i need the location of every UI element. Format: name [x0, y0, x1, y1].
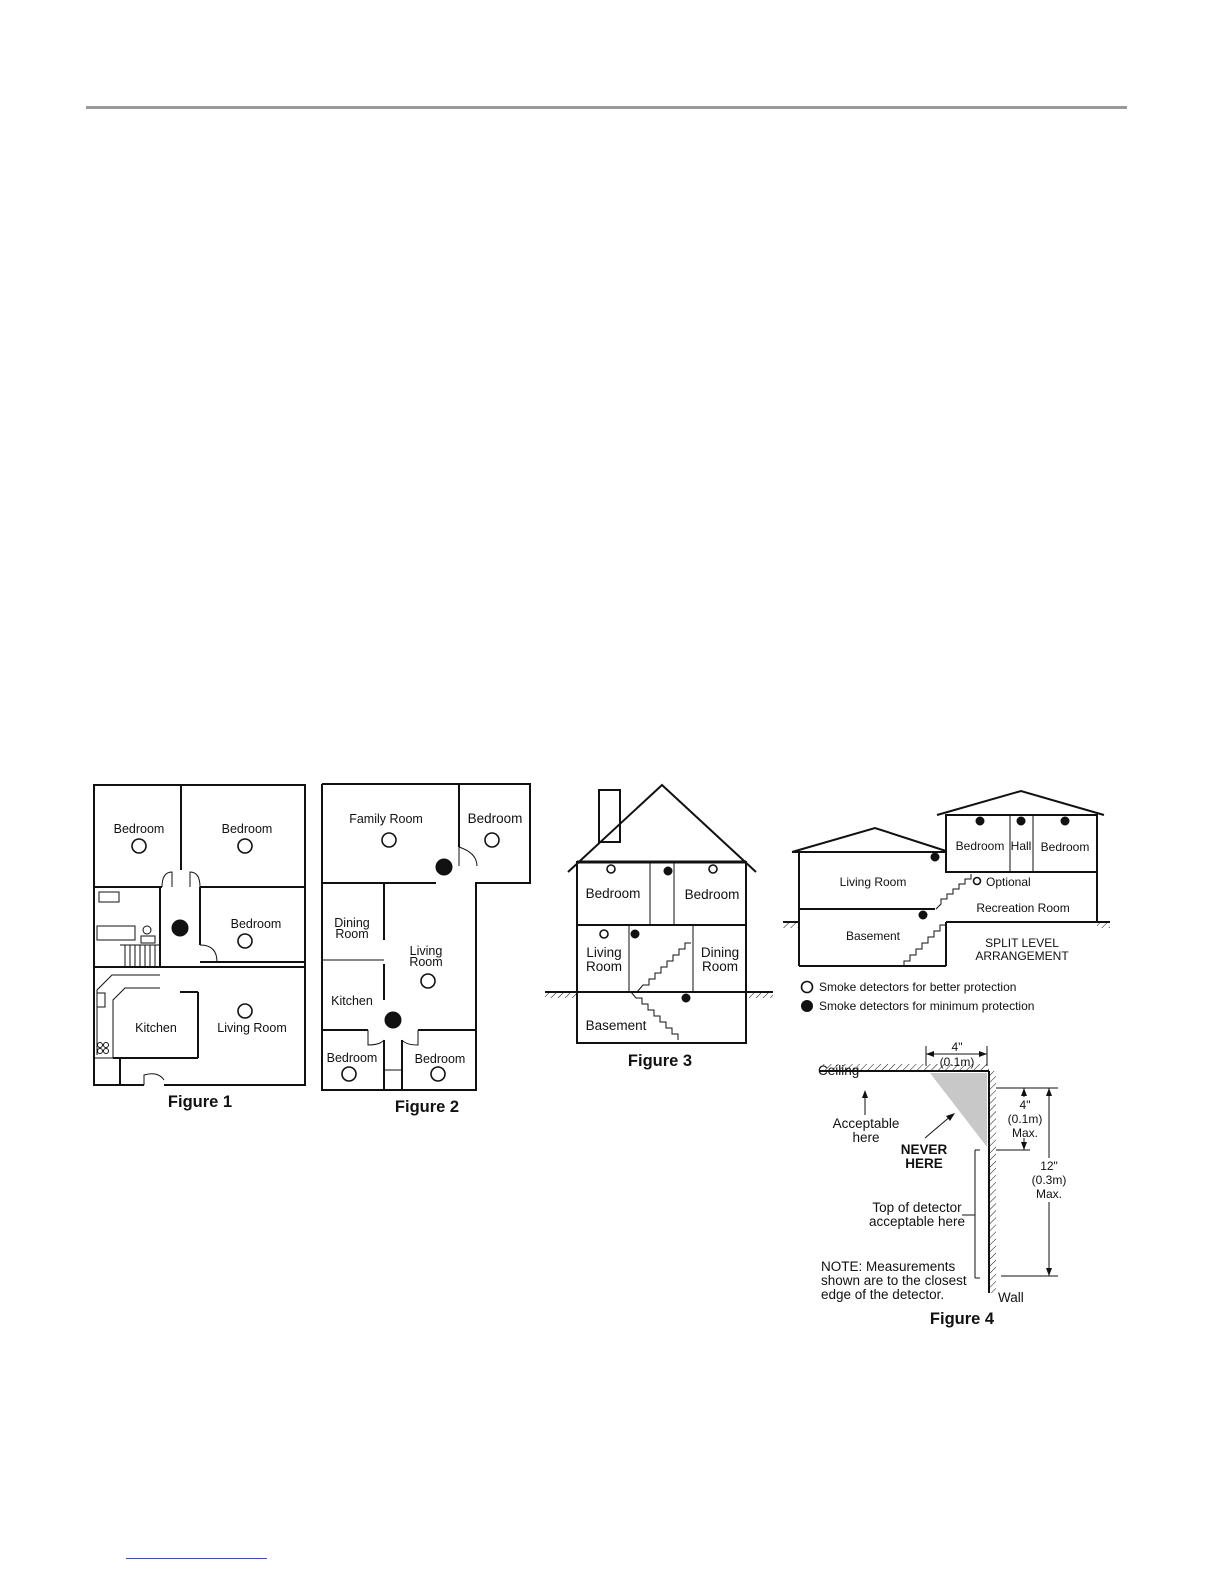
- ceiling-label: Ceiling: [818, 1063, 859, 1078]
- acceptable-label: Acceptable: [833, 1116, 900, 1131]
- figure-4: Ceiling 4" (0.1m) 4" (0.1m) Max. 12" (0.…: [818, 1040, 1066, 1328]
- legend-better-label: Smoke detectors for better protection: [819, 980, 1016, 994]
- fig2-room-label: Kitchen: [331, 994, 373, 1008]
- fig2-room-label: Bedroom: [415, 1052, 466, 1066]
- split-level-title: SPLIT LEVEL: [985, 936, 1059, 950]
- dim-right-small-label: (0.1m): [1008, 1112, 1043, 1126]
- open-circle-icon: [800, 980, 814, 994]
- fig3-room-label: Dining: [701, 945, 739, 960]
- figure-4-caption: Figure 4: [930, 1310, 995, 1328]
- top-of-detector-label: Top of detector: [872, 1200, 962, 1215]
- split-room-label: Recreation Room: [976, 901, 1069, 915]
- legend-minimum-label: Smoke detectors for minimum protection: [819, 999, 1034, 1013]
- fig1-room-label: Kitchen: [135, 1021, 177, 1035]
- dim-right-small-label: 4": [1020, 1098, 1031, 1112]
- fig1-room-label: Bedroom: [231, 917, 282, 931]
- dim-top-label: 4": [952, 1040, 963, 1054]
- fig2-room-label: Bedroom: [468, 811, 523, 826]
- filled-circle-icon: [801, 1000, 813, 1012]
- fig3-room-label: Room: [586, 959, 622, 974]
- dim-right-big-label: Max.: [1036, 1187, 1062, 1201]
- fig1-room-label: Bedroom: [114, 822, 165, 836]
- split-optional-label: Optional: [986, 875, 1031, 889]
- fig3-room-label: Living: [586, 945, 621, 960]
- fig1-room-label: Bedroom: [222, 822, 273, 836]
- never-here-zone: [930, 1073, 987, 1147]
- figure-2-caption: Figure 2: [395, 1098, 459, 1116]
- note-label: NOTE: Measurements: [821, 1259, 956, 1274]
- split-room-label: Hall: [1011, 839, 1032, 853]
- acceptable-label: here: [852, 1130, 879, 1145]
- fig3-room-label: Room: [702, 959, 738, 974]
- fig2-room-label: Room: [409, 955, 442, 969]
- split-level-title: ARRANGEMENT: [975, 949, 1069, 963]
- fig3-room-label: Bedroom: [586, 886, 641, 901]
- split-room-label: Bedroom: [956, 839, 1005, 853]
- split-level-diagram: Bedroom Hall Bedroom Living Room Optiona…: [783, 789, 1110, 967]
- figure-3-caption: Figure 3: [628, 1052, 692, 1070]
- top-of-detector-label: acceptable here: [869, 1214, 965, 1229]
- figure-3: Bedroom Bedroom Living Room Dining Room …: [545, 783, 773, 1070]
- detector-legend: Smoke detectors for better protection Sm…: [800, 980, 1034, 1013]
- never-here-label: HERE: [905, 1156, 943, 1171]
- footer-link-rule: [126, 1558, 267, 1559]
- fig2-room-label: Family Room: [349, 812, 423, 826]
- dim-right-small-label: Max.: [1012, 1126, 1038, 1140]
- fig2-room-label: Room: [335, 927, 368, 941]
- dim-right-big-label: 12": [1040, 1159, 1058, 1173]
- note-label: shown are to the closest: [821, 1273, 967, 1288]
- split-room-label: Basement: [846, 929, 901, 943]
- fig2-room-label: Dining: [334, 916, 369, 930]
- split-room-label: Bedroom: [1041, 840, 1090, 854]
- dim-right-big-label: (0.3m): [1032, 1173, 1067, 1187]
- fig2-room-label: Bedroom: [327, 1051, 378, 1065]
- never-here-label: NEVER: [901, 1142, 948, 1157]
- figure-1: Bedroom Bedroom Bedroom Kitchen Living R…: [93, 784, 306, 1111]
- dim-top-label: (0.1m): [940, 1055, 975, 1069]
- fig1-room-label: Living Room: [217, 1021, 286, 1035]
- fig3-room-label: Bedroom: [685, 887, 740, 902]
- fig3-room-label: Basement: [586, 1018, 647, 1033]
- fig2-room-label: Living: [410, 944, 443, 958]
- split-room-label: Living Room: [840, 875, 907, 889]
- header-rule: [86, 106, 1127, 109]
- figure-1-caption: Figure 1: [168, 1093, 232, 1111]
- note-label: edge of the detector.: [821, 1287, 944, 1302]
- figure-2: Family Room Bedroom Dining Room Living R…: [321, 783, 531, 1116]
- wall-label: Wall: [998, 1290, 1024, 1305]
